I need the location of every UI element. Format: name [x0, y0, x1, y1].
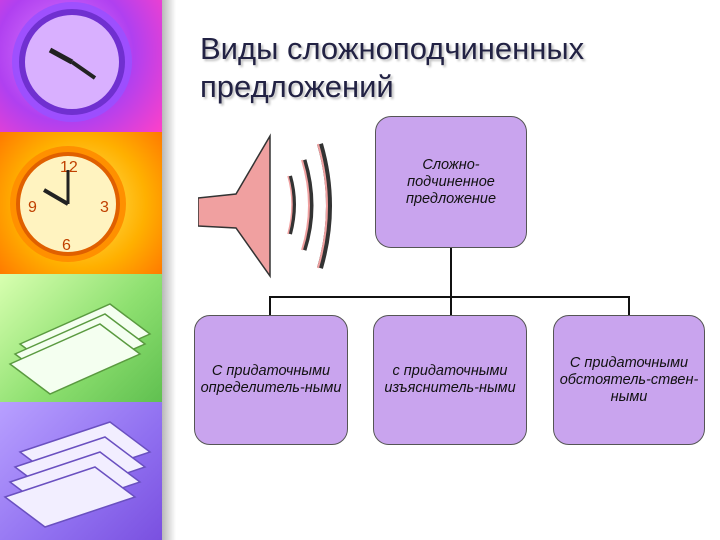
- connector-root-vertical: [450, 248, 452, 296]
- child-node-label: С придаточными обстоятель-ствен-ными: [559, 354, 699, 405]
- child-node-label: С придаточными определитель-ными: [200, 363, 342, 396]
- child-node-attributive: С придаточными определитель-ными: [194, 315, 348, 445]
- connector-middle-drop: [450, 296, 452, 315]
- root-node: Сложно-подчиненное предложение: [375, 116, 527, 248]
- orange-clock-image: 12 9 3 6: [0, 132, 162, 274]
- strip-shadow: [162, 0, 176, 540]
- root-node-label: Сложно-подчиненное предложение: [405, 156, 497, 207]
- svg-text:9: 9: [28, 199, 37, 216]
- papers-icon: [8, 303, 152, 395]
- papers-icon: [3, 421, 152, 528]
- svg-text:6: 6: [62, 237, 71, 254]
- connector-horizontal: [269, 296, 630, 298]
- purple-clock-image: [0, 0, 162, 132]
- connector-left-drop: [269, 296, 271, 315]
- purple-papers-image: [0, 402, 162, 540]
- child-node-label: с придаточными изъяснитель-ными: [384, 363, 516, 396]
- clock-icon: 12 9 3 6: [10, 146, 126, 262]
- child-node-adverbial: С придаточными обстоятель-ствен-ными: [553, 315, 705, 445]
- clock-icon: [12, 2, 132, 122]
- speaker-icon: [198, 133, 332, 279]
- svg-text:12: 12: [60, 159, 78, 176]
- connector-right-drop: [628, 296, 630, 315]
- green-papers-image: [0, 274, 162, 402]
- child-node-explanatory: с придаточными изъяснитель-ными: [373, 315, 527, 445]
- svg-text:3: 3: [100, 199, 109, 216]
- slide-title: Виды сложноподчиненных предложений: [200, 31, 585, 104]
